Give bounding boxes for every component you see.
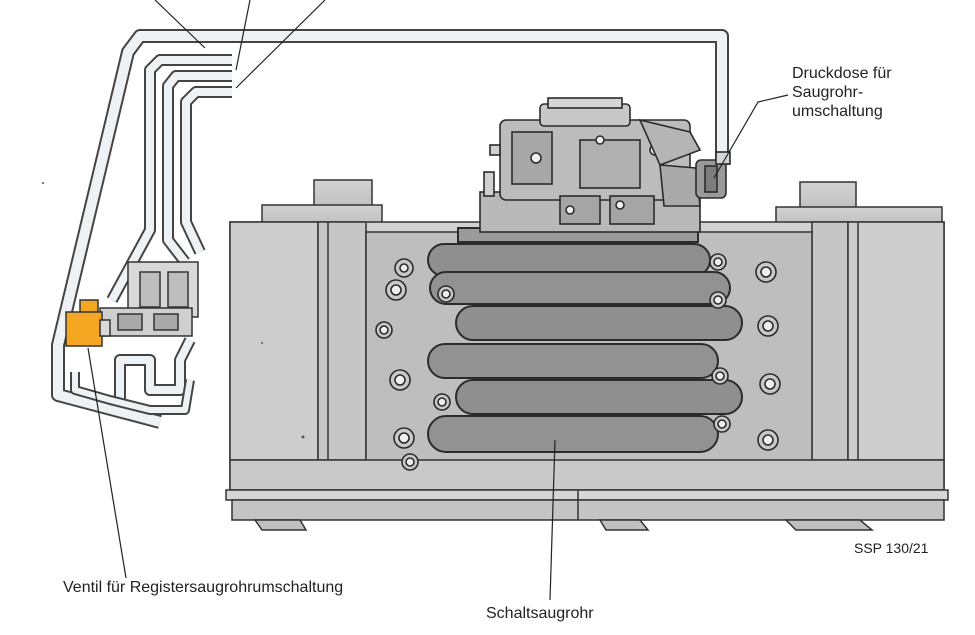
- vacuum-hose-4: [180, 86, 232, 255]
- registersaugrohr-valve: [65, 299, 111, 347]
- hose-connector-block: [99, 261, 199, 337]
- label-ventil: Ventil für Registersaugrohrumschaltung: [63, 579, 344, 596]
- specks: [42, 182, 305, 439]
- vacuum-hose-2: [106, 54, 232, 303]
- vacuum-hose-3: [162, 70, 232, 266]
- label-druckdose-line3: umschaltung: [792, 103, 883, 120]
- intake-runners: [427, 227, 743, 453]
- figure-code: SSP 130/21: [854, 540, 929, 556]
- label-druckdose-line2: Saugrohr-: [792, 84, 864, 101]
- label-druckdose: Druckdose für Saugrohr- umschaltung: [792, 64, 892, 121]
- label-schaltsaugrohr: Schaltsaugrohr: [486, 605, 594, 622]
- hose-loops: [70, 337, 196, 415]
- leader-lines: [87, 0, 789, 601]
- label-druckdose-line1: Druckdose für: [792, 65, 892, 82]
- right-flange-bosses: [709, 253, 781, 451]
- left-flange-bosses: [375, 258, 455, 471]
- throttle-body: [479, 97, 702, 233]
- vacuum-hose-main: [51, 29, 729, 429]
